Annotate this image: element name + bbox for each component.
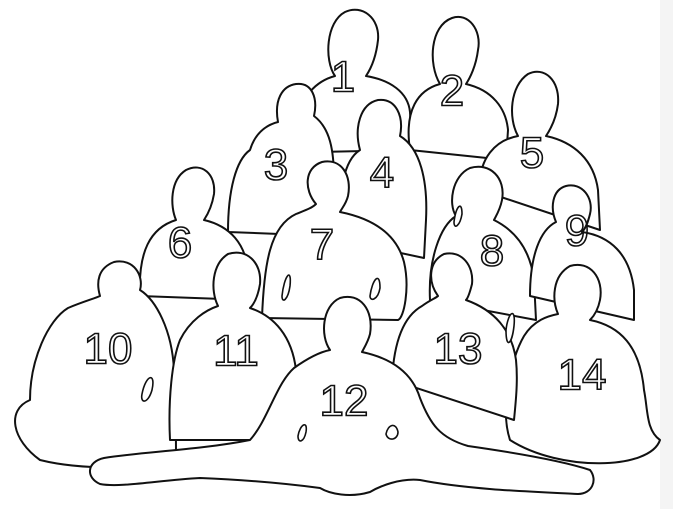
figure-3-label: 3	[264, 141, 288, 190]
figure-12-label: 12	[320, 377, 369, 426]
figure-8-label: 8	[480, 227, 504, 276]
arm-gap	[506, 314, 514, 343]
figure-2-label: 2	[440, 67, 464, 116]
figure-11-label: 11	[213, 327, 259, 376]
figure-1-label: 1	[331, 53, 355, 102]
figure-13-label: 13	[434, 325, 483, 374]
figure-6-label: 6	[168, 219, 192, 268]
figure-14-label: 14	[558, 351, 607, 400]
figure-9-label: 9	[565, 207, 589, 256]
figure-10-label: 10	[84, 325, 133, 374]
figure-4-label: 4	[370, 149, 394, 198]
figure-7-label: 7	[310, 221, 334, 270]
scan-edge	[660, 0, 673, 509]
figure-5-label: 5	[520, 129, 544, 178]
arm-gap	[386, 425, 398, 439]
